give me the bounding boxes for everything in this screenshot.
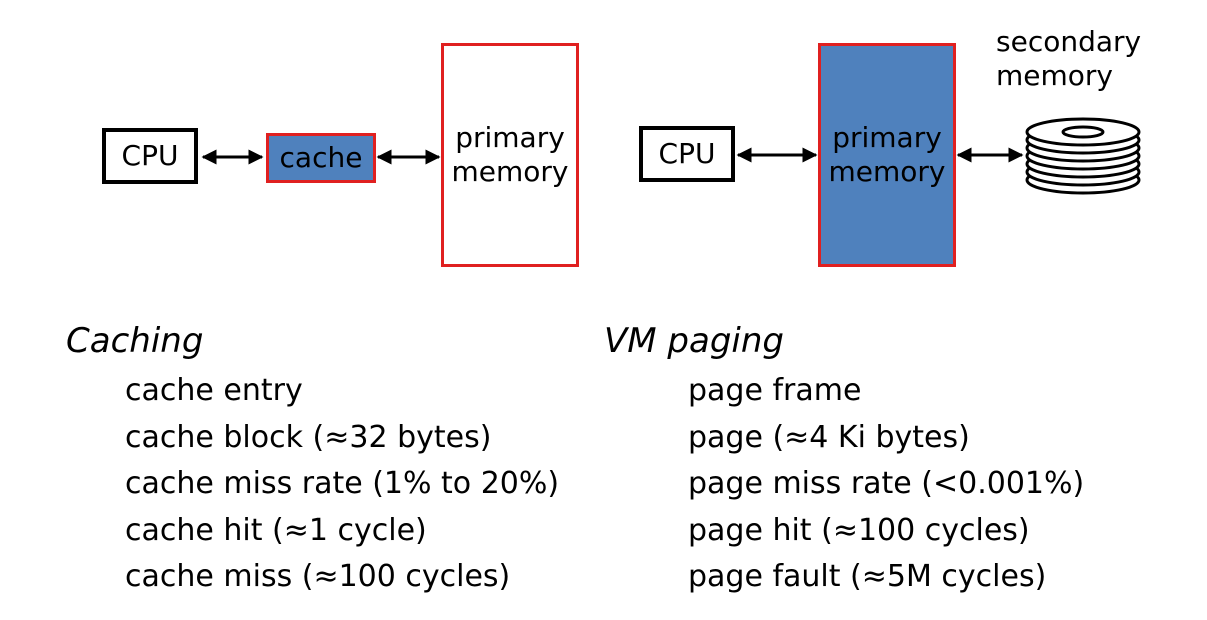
vm-paging-item: page frame — [688, 373, 862, 408]
cpu-label: CPU — [121, 139, 179, 172]
secondary-memory-label-line2: memory — [996, 59, 1113, 92]
caching-item: cache miss rate (1% to 20%) — [125, 466, 560, 501]
vm-paging-heading: VM paging — [604, 321, 784, 361]
primary-memory-box-caching: primary memory — [441, 43, 579, 267]
vm-paging-item: page fault (≈5M cycles) — [688, 559, 1047, 594]
secondary-memory-label-line1: secondary — [996, 25, 1142, 58]
cache-box: cache — [266, 133, 376, 183]
caching-item: cache entry — [125, 373, 303, 408]
caching-item: cache block (≈32 bytes) — [125, 420, 492, 455]
vm-paging-item: page hit (≈100 cycles) — [688, 513, 1030, 548]
disk-stack-icon — [1025, 117, 1141, 195]
cache-label: cache — [279, 141, 363, 174]
cpu-box-caching: CPU — [102, 128, 198, 184]
caching-item: cache hit (≈1 cycle) — [125, 513, 427, 548]
cpu-box-vm: CPU — [639, 126, 735, 182]
vm-paging-item: page miss rate (<0.001%) — [688, 466, 1085, 501]
diagram-canvas — [201, 117, 1141, 195]
primary-memory-label-line1: primary — [832, 121, 942, 154]
primary-memory-label-line2: memory — [828, 155, 946, 188]
vm-paging-item: page (≈4 Ki bytes) — [688, 420, 970, 455]
cpu-label: CPU — [658, 137, 716, 170]
primary-memory-label-line1: primary — [455, 121, 565, 154]
primary-memory-box-vm: primary memory — [818, 43, 956, 267]
caching-item: cache miss (≈100 cycles) — [125, 559, 511, 594]
caching-heading: Caching — [66, 321, 204, 361]
primary-memory-label-line2: memory — [451, 155, 569, 188]
secondary-memory-label: secondary memory — [996, 25, 1141, 93]
